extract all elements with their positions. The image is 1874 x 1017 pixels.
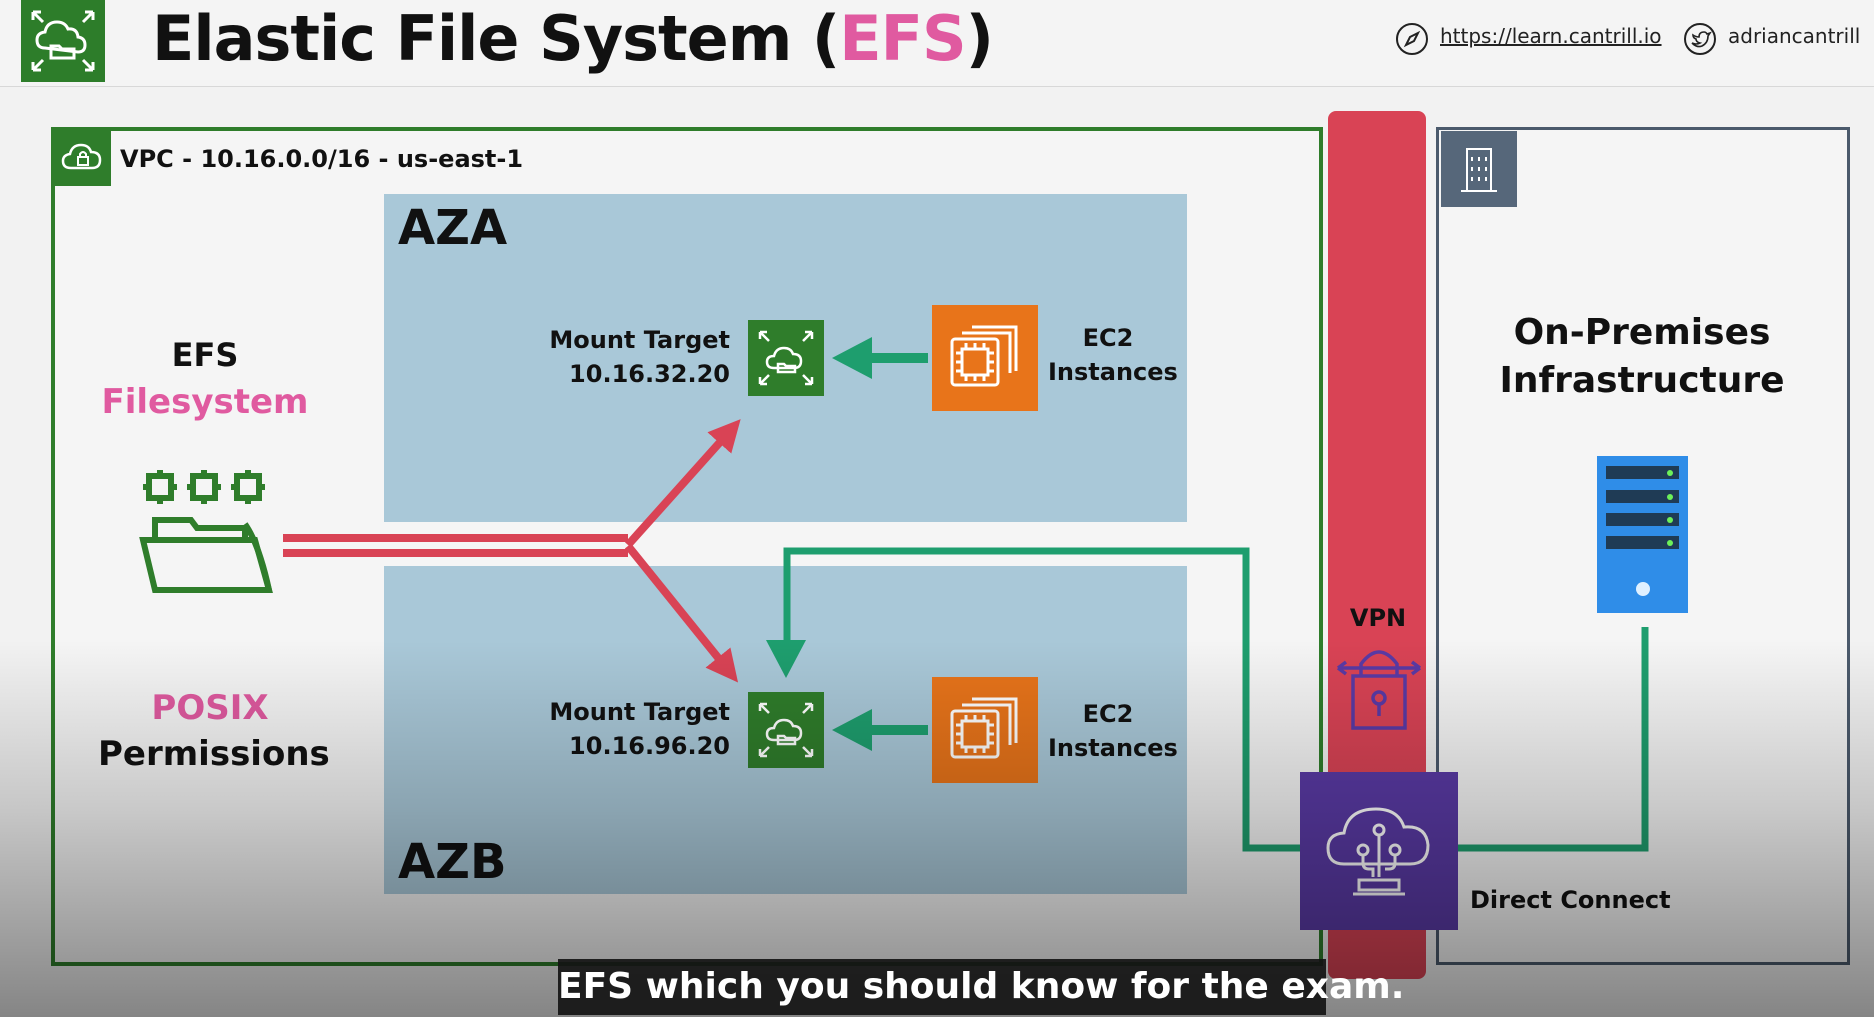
- vpn-label: VPN: [1349, 604, 1407, 632]
- twitter-handle[interactable]: adriancantrill: [1728, 24, 1861, 48]
- direct-connect-arrow-head: [766, 640, 806, 678]
- mount-target-b-label: Mount Target: [549, 698, 730, 726]
- azb-label: AZB: [398, 834, 507, 890]
- ec2-a-label-line1: EC2: [1082, 324, 1134, 352]
- server-icon: [1597, 456, 1688, 613]
- header-bar: [0, 0, 1874, 87]
- posix-label: POSIX: [151, 688, 269, 728]
- ec2-b-label-line1: EC2: [1082, 700, 1134, 728]
- efs-to-mount-target-b-arrow: [624, 543, 739, 683]
- efs-mount-target-icon: [748, 692, 824, 768]
- on-prem-link-path: [1458, 627, 1649, 852]
- ec2-b-arrow-head: [832, 709, 872, 751]
- website-link[interactable]: https://learn.cantrill.io: [1440, 24, 1662, 48]
- ec2-instances-icon: [932, 305, 1038, 411]
- aza-label: AZA: [398, 200, 508, 256]
- building-icon: [1441, 131, 1517, 207]
- direct-connect-icon: [1300, 772, 1458, 930]
- ec2-a-label-line2: Instances: [1048, 358, 1178, 386]
- permissions-label: Permissions: [98, 734, 330, 774]
- compass-icon: [1395, 22, 1429, 56]
- vpc-label: VPC - 10.16.0.0/16 - us-east-1: [120, 145, 524, 173]
- mount-target-a-label: Mount Target: [549, 326, 730, 354]
- ec2-a-arrow-head: [832, 337, 872, 379]
- efs-icon: [21, 0, 105, 82]
- efs-to-mount-target-a-arrow: [625, 419, 741, 548]
- direct-connect-path: [783, 547, 1300, 852]
- twitter-icon: [1683, 22, 1717, 56]
- efs-label: EFS: [171, 336, 239, 374]
- vpn-lock-icon: [1336, 640, 1422, 734]
- ec2-instances-icon: [932, 677, 1038, 783]
- efs-link-lines: [283, 534, 628, 557]
- ec2-b-label-line2: Instances: [1048, 734, 1178, 762]
- subtitle-caption: EFS which you should know for the exam.: [558, 959, 1404, 1015]
- page-title: Elastic File System (EFS): [152, 2, 994, 75]
- infrastructure-label: Infrastructure: [1499, 360, 1785, 401]
- mount-target-b-ip: 10.16.96.20: [569, 732, 730, 760]
- efs-mount-target-icon: [748, 320, 824, 396]
- vpc-cloud-icon: [55, 130, 111, 186]
- efs-filesystem-label: Filesystem: [101, 382, 309, 422]
- direct-connect-label: Direct Connect: [1470, 886, 1671, 914]
- on-premises-label: On-Premises: [1513, 312, 1771, 353]
- mount-target-a-ip: 10.16.32.20: [569, 360, 730, 388]
- efs-filesystem-icon: [137, 468, 275, 596]
